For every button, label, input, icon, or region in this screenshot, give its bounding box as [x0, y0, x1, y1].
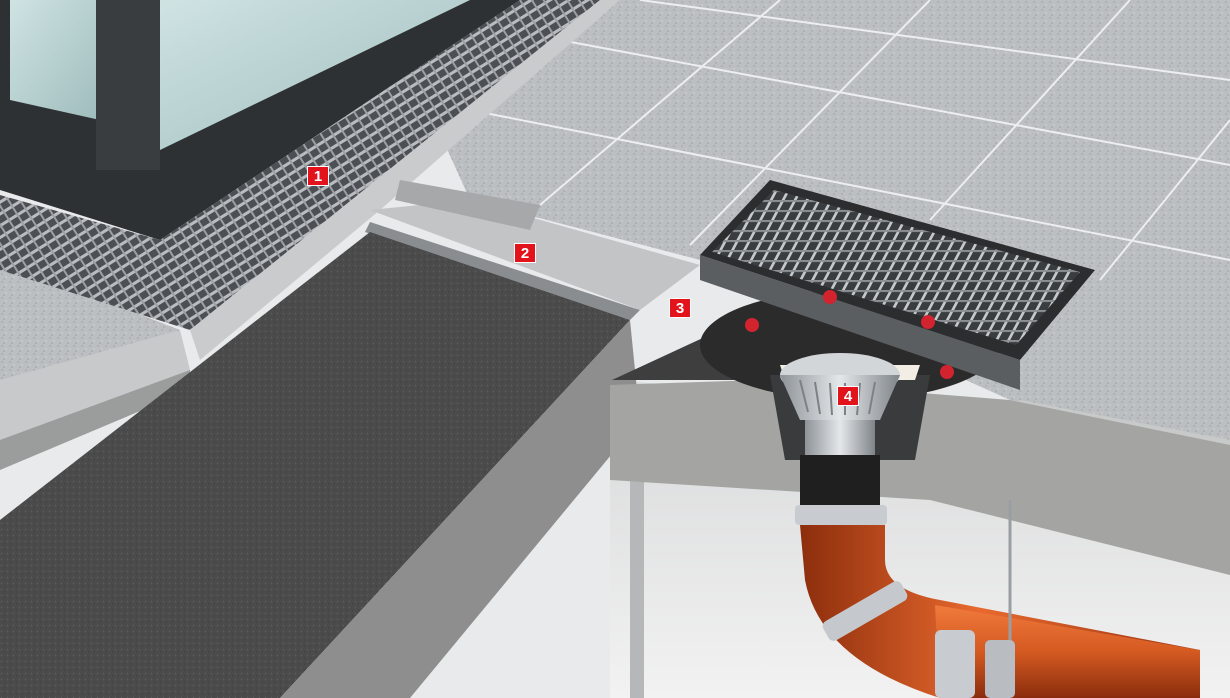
window-glass-left	[10, 0, 100, 120]
pipe-clamp-2	[935, 630, 975, 698]
callout-marker-4: 4	[837, 386, 859, 406]
floor-drain-grating	[712, 190, 1080, 345]
fixing-bolts	[745, 290, 954, 379]
interior-column	[630, 470, 644, 698]
concrete-slab	[610, 380, 1230, 575]
waterproof-membrane	[0, 232, 630, 698]
strainer-neck	[805, 420, 875, 455]
tile-joints	[469, 0, 1230, 281]
callout-marker-2: 2	[514, 243, 536, 263]
left-screed	[0, 370, 190, 470]
slot-drain-grating	[0, 0, 600, 330]
slot-drain-channel	[190, 0, 620, 360]
edge-profile-perforation	[365, 222, 640, 320]
pipe-clamp-1	[822, 581, 908, 641]
tile-edge-upper	[395, 180, 540, 230]
left-tile-edge	[0, 330, 190, 440]
pipe-clamp-3	[985, 640, 1015, 698]
callout-marker-3: 3	[669, 298, 691, 318]
callout-marker-1: 1	[307, 166, 329, 186]
window-glass-right	[160, 0, 470, 150]
window-mullion	[96, 0, 160, 170]
drain-frame-side	[700, 255, 1020, 390]
pipe-coupling	[795, 505, 887, 525]
outlet-socket	[800, 455, 880, 510]
slab-edge	[280, 320, 640, 698]
